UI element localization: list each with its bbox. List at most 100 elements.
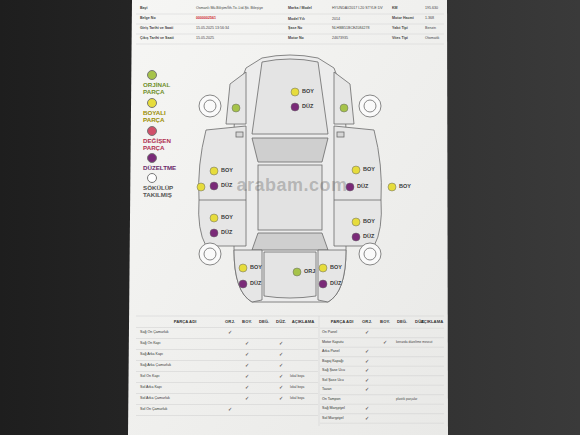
field-label: Yakıt Tipi	[392, 27, 408, 31]
field-value: 1.368	[425, 17, 434, 21]
marker-label: BOY	[302, 89, 314, 95]
watermark: arabam.com	[236, 176, 347, 194]
marker-label: BOY	[221, 168, 233, 174]
check-mark: ✓	[228, 331, 232, 336]
field-label: KM	[392, 7, 398, 11]
field-value: 24673935	[332, 37, 348, 41]
field-label: Vites Tipi	[392, 37, 408, 41]
field-label: Marka / Model	[288, 7, 312, 11]
marker-label: DÜZ	[302, 104, 313, 110]
paper-sheet	[128, 0, 448, 435]
part-name: Sağ Ön Kapı	[140, 342, 161, 346]
legend-swatch	[147, 173, 157, 183]
column-header: BOY.	[242, 320, 252, 324]
field-label: Şase No	[288, 27, 302, 31]
check-mark: ✓	[279, 364, 283, 369]
part-name: Ön Tampon	[322, 398, 341, 402]
field-label: Giriş Tarihi ve Saati	[140, 27, 173, 31]
field-value: 0000002561	[196, 17, 216, 21]
check-mark: ✓	[365, 369, 369, 374]
field-value: Otomatik	[425, 37, 439, 41]
field-value: 15.05.2025	[196, 37, 214, 41]
field-value: 15.05.2025 13:56:34	[196, 27, 229, 31]
field-value: NLHBB51BCEZ084278	[332, 27, 370, 31]
check-mark: ✓	[365, 416, 369, 421]
marker-label: DÜZ	[221, 183, 232, 189]
field-label: Bayi	[140, 7, 148, 11]
marker-label: BOY	[399, 184, 411, 190]
field-label: Motor No	[288, 37, 304, 41]
legend-text: BOYALI PARÇA	[143, 109, 189, 123]
note-text: lokal boya	[290, 375, 304, 378]
field-label: Çıkış Tarihi ve Saati	[140, 37, 174, 41]
note-text: kenarda düzeltme mevcut	[396, 341, 433, 344]
part-name: Sol Arka Kapı	[140, 386, 162, 390]
check-mark: ✓	[365, 407, 369, 412]
check-mark: ✓	[245, 386, 249, 391]
part-name: Sağ Arka Kapı	[140, 353, 163, 357]
legend-swatch	[147, 70, 157, 80]
check-mark: ✓	[383, 340, 387, 345]
marker-label: DÜZ	[363, 234, 374, 240]
header-grid	[136, 14, 444, 44]
marker-label: BOY	[363, 167, 375, 173]
legend-text: ORJİNAL PARÇA	[143, 81, 189, 95]
check-mark: ✓	[279, 342, 283, 347]
note-text: lokal boya	[290, 386, 304, 389]
part-name: Sağ Şase Ucu	[322, 369, 345, 373]
check-mark: ✓	[279, 353, 283, 358]
check-mark: ✓	[365, 350, 369, 355]
column-header: DÜZ.	[276, 320, 286, 324]
marker-label: BOY	[221, 215, 233, 221]
part-name: Sol Ön Kapı	[140, 375, 159, 379]
note-text: plastik parçalar	[396, 398, 417, 401]
field-label: Motor Hacmi	[392, 17, 414, 21]
column-header: PARÇA ADI	[174, 320, 197, 324]
check-mark: ✓	[279, 386, 283, 391]
column-header: DEĞ.	[397, 320, 407, 324]
legend-swatch	[147, 126, 157, 136]
legend-text: SÖKÜLÜP TAKILMIŞ	[143, 184, 189, 198]
check-mark: ✓	[365, 388, 369, 393]
legend-swatch	[147, 153, 157, 163]
marker-label: DÜZ	[330, 281, 341, 287]
check-mark: ✓	[228, 408, 232, 413]
part-name: Sol Şase Ucu	[322, 379, 344, 383]
check-mark: ✓	[245, 397, 249, 402]
field-value: 2014	[332, 18, 340, 22]
car-outline	[199, 55, 382, 302]
marker-label: DÜZ	[221, 230, 232, 236]
part-name: Sol Ön Çamurluk	[140, 408, 167, 412]
marker-label: ORJ	[304, 269, 315, 275]
part-name: Arka Panel	[322, 350, 340, 354]
field-label: Model Yılı	[288, 18, 305, 22]
marker-label: DÜZ	[250, 281, 261, 287]
check-mark: ✓	[279, 375, 283, 380]
column-header: AÇIKLAMA	[292, 320, 314, 324]
part-name: Sağ Ön Çamurluk	[140, 331, 169, 335]
field-value: HYUNDAI/2017 I-20 STYLE DV	[332, 7, 383, 11]
part-name: Sol Marşpiyel	[322, 417, 344, 421]
column-header: ORJ.	[225, 320, 235, 324]
part-name: Sağ Arka Çamurluk	[140, 364, 171, 368]
column-header: ORJ.	[362, 320, 372, 324]
part-name: Bagaj Kapağı	[322, 360, 344, 364]
part-name: Sağ Marşpiyel	[322, 407, 345, 411]
parts-table-grid	[136, 316, 444, 426]
check-mark: ✓	[245, 364, 249, 369]
note-text: lokal boya	[290, 397, 304, 400]
part-name: Sol Arka Çamurluk	[140, 397, 170, 401]
marker-label: DÜZ	[357, 184, 368, 190]
check-mark: ✓	[279, 397, 283, 402]
field-value: 195.630	[425, 7, 438, 11]
legend-swatch	[147, 98, 157, 108]
column-header: DEĞ.	[259, 320, 269, 324]
marker-label: BOY	[250, 265, 262, 271]
column-header: BOY.	[380, 320, 390, 324]
marker-dots	[197, 88, 396, 288]
check-mark: ✓	[245, 353, 249, 358]
column-header: AÇIKLAMA	[421, 320, 443, 324]
part-name: Motor Kaputu	[322, 341, 344, 345]
